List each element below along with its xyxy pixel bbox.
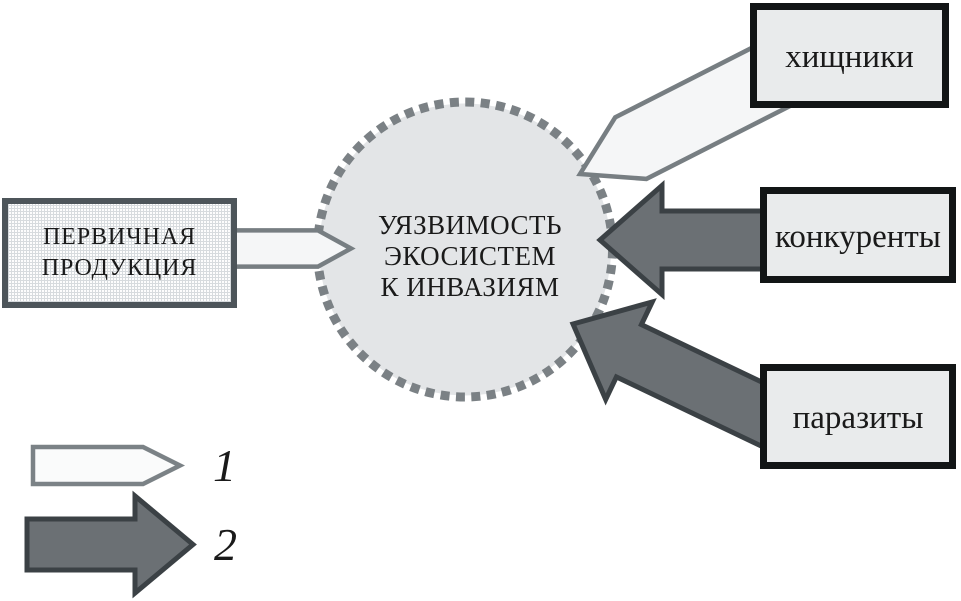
vulnerability-circle (319, 103, 611, 396)
circle-label-line1: УЯЗВИМОСТЬ (378, 210, 562, 240)
primary-production-line1: ПЕРВИЧНАЯ (42, 224, 197, 250)
primary-production-line2: ПРОДУКЦИЯ (41, 255, 198, 281)
circle-label-line2: ЭКОСИСТЕМ (384, 241, 556, 271)
circle-label-line3: К ИНВАЗИЯМ (380, 272, 560, 302)
competitors-box: конкуренты (760, 187, 956, 283)
legend-dark-arrow (24, 490, 197, 599)
competitors-label: конкуренты (775, 218, 941, 255)
predators-box: хищники (750, 3, 949, 108)
vulnerability-circle-label: УЯЗВИМОСТЬ ЭКОСИСТЕМ К ИНВАЗИЯМ (330, 210, 610, 303)
legend-light-arrow (30, 444, 186, 487)
predators-label: хищники (785, 39, 914, 75)
parasites-box: паразиты (760, 364, 956, 469)
primary-production-box: ПЕРВИЧНАЯ ПРОДУКЦИЯ (2, 198, 237, 308)
parasites-label: паразиты (792, 400, 924, 436)
legend-label-1: 1 (213, 440, 236, 491)
legend-label-2: 2 (214, 519, 237, 570)
